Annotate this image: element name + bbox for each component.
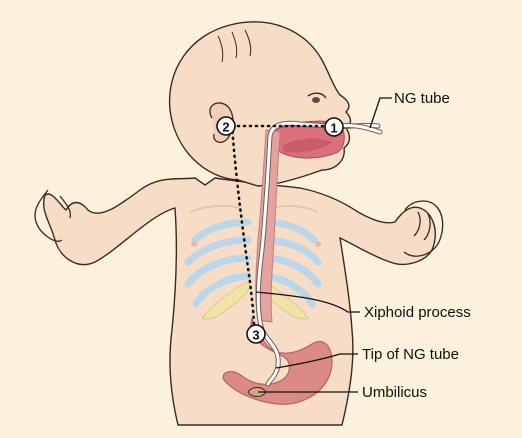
marker-3: 3 — [247, 325, 265, 343]
marker-1: 1 — [325, 118, 343, 136]
nipple-right — [315, 241, 321, 247]
label-tip-of-ng-tube: Tip of NG tube — [362, 346, 459, 363]
eye-pupil — [312, 97, 320, 103]
marker-3-label: 3 — [252, 328, 259, 343]
marker-1-label: 1 — [330, 121, 337, 136]
label-ng-tube: NG tube — [394, 90, 450, 107]
label-umbilicus: Umbilicus — [362, 384, 427, 401]
label-xiphoid-process: Xiphoid process — [364, 304, 471, 321]
marker-2: 2 — [217, 117, 235, 135]
nipple-left — [191, 241, 197, 247]
marker-2-label: 2 — [222, 120, 229, 135]
